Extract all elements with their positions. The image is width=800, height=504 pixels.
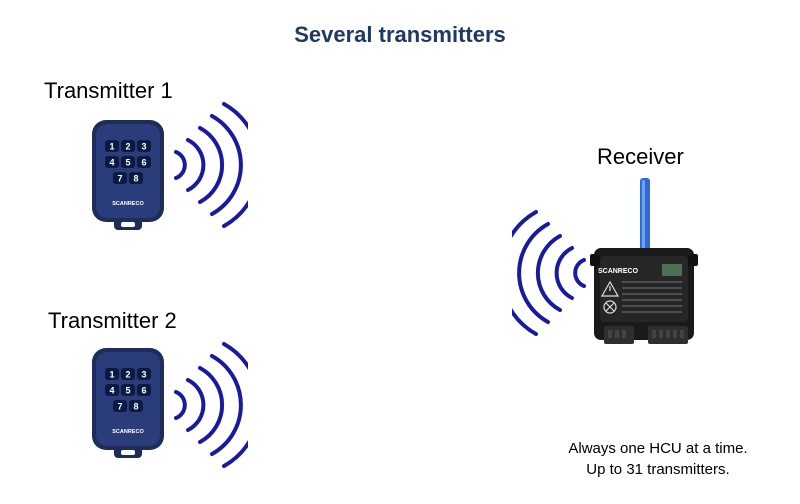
remote-keyring-hole bbox=[121, 222, 135, 227]
svg-text:6: 6 bbox=[141, 386, 146, 396]
svg-text:3: 3 bbox=[141, 142, 146, 152]
remote-button-4: 4 bbox=[105, 156, 119, 168]
transmitter-1-label: Transmitter 1 bbox=[44, 78, 173, 103]
warning-icon bbox=[600, 280, 620, 297]
receiver-unit: SCANRECO bbox=[590, 178, 698, 344]
remote-button-5: 5 bbox=[121, 156, 135, 168]
note-line-2: Up to 31 transmitters. bbox=[586, 461, 730, 478]
transmitter-2-label: Transmitter 2 bbox=[48, 308, 177, 333]
remote-button-7: 7 bbox=[113, 400, 127, 412]
svg-text:1: 1 bbox=[109, 142, 114, 152]
remote-brand-logo: SCANRECO bbox=[112, 429, 144, 435]
remote-button-6: 6 bbox=[137, 384, 151, 396]
remote-button-1: 1 bbox=[105, 140, 119, 152]
receiver-label: Receiver bbox=[597, 144, 684, 169]
transmitter-2-signal-waves bbox=[174, 342, 248, 468]
remote-button-5: 5 bbox=[121, 384, 135, 396]
remote-keyring-hole bbox=[121, 450, 135, 455]
remote-brand-logo: SCANRECO bbox=[112, 201, 144, 207]
svg-text:4: 4 bbox=[109, 158, 114, 168]
receiver-brand-logo: SCANRECO bbox=[598, 268, 639, 275]
transmitter-2-remote: 1 2 3 4 5 6 7 8 SCANRECO bbox=[92, 348, 164, 458]
svg-text:6: 6 bbox=[141, 158, 146, 168]
remote-button-8: 8 bbox=[129, 400, 143, 412]
receiver-display bbox=[662, 264, 682, 276]
note-text: Always one HCU at a time. Up to 31 trans… bbox=[508, 438, 800, 480]
svg-text:1: 1 bbox=[109, 370, 114, 380]
svg-text:3: 3 bbox=[141, 370, 146, 380]
mount-tab bbox=[688, 254, 698, 266]
svg-text:8: 8 bbox=[133, 174, 138, 184]
svg-text:2: 2 bbox=[125, 370, 130, 380]
svg-text:5: 5 bbox=[125, 158, 130, 168]
mount-tab bbox=[590, 254, 600, 266]
transmitter-1-signal-waves bbox=[174, 102, 248, 228]
note-line-1: Always one HCU at a time. bbox=[568, 440, 748, 457]
svg-text:4: 4 bbox=[109, 386, 114, 396]
svg-text:5: 5 bbox=[125, 386, 130, 396]
remote-button-2: 2 bbox=[121, 368, 135, 380]
diagram-title: Several transmitters bbox=[294, 22, 506, 47]
remote-button-2: 2 bbox=[121, 140, 135, 152]
svg-text:8: 8 bbox=[133, 402, 138, 412]
receiver-info-lines bbox=[622, 281, 682, 313]
receiver-signal-waves bbox=[512, 210, 586, 336]
connector-pins bbox=[608, 330, 684, 338]
remote-button-4: 4 bbox=[105, 384, 119, 396]
svg-text:7: 7 bbox=[117, 402, 122, 412]
svg-text:7: 7 bbox=[117, 174, 122, 184]
disposal-icon bbox=[603, 300, 617, 314]
svg-text:2: 2 bbox=[125, 142, 130, 152]
remote-button-6: 6 bbox=[137, 156, 151, 168]
remote-button-3: 3 bbox=[137, 368, 151, 380]
remote-button-3: 3 bbox=[137, 140, 151, 152]
transmitter-1-remote: 1 2 3 4 5 6 7 8 SCANRECO bbox=[92, 120, 164, 230]
remote-button-1: 1 bbox=[105, 368, 119, 380]
remote-button-8: 8 bbox=[129, 172, 143, 184]
remote-button-7: 7 bbox=[113, 172, 127, 184]
